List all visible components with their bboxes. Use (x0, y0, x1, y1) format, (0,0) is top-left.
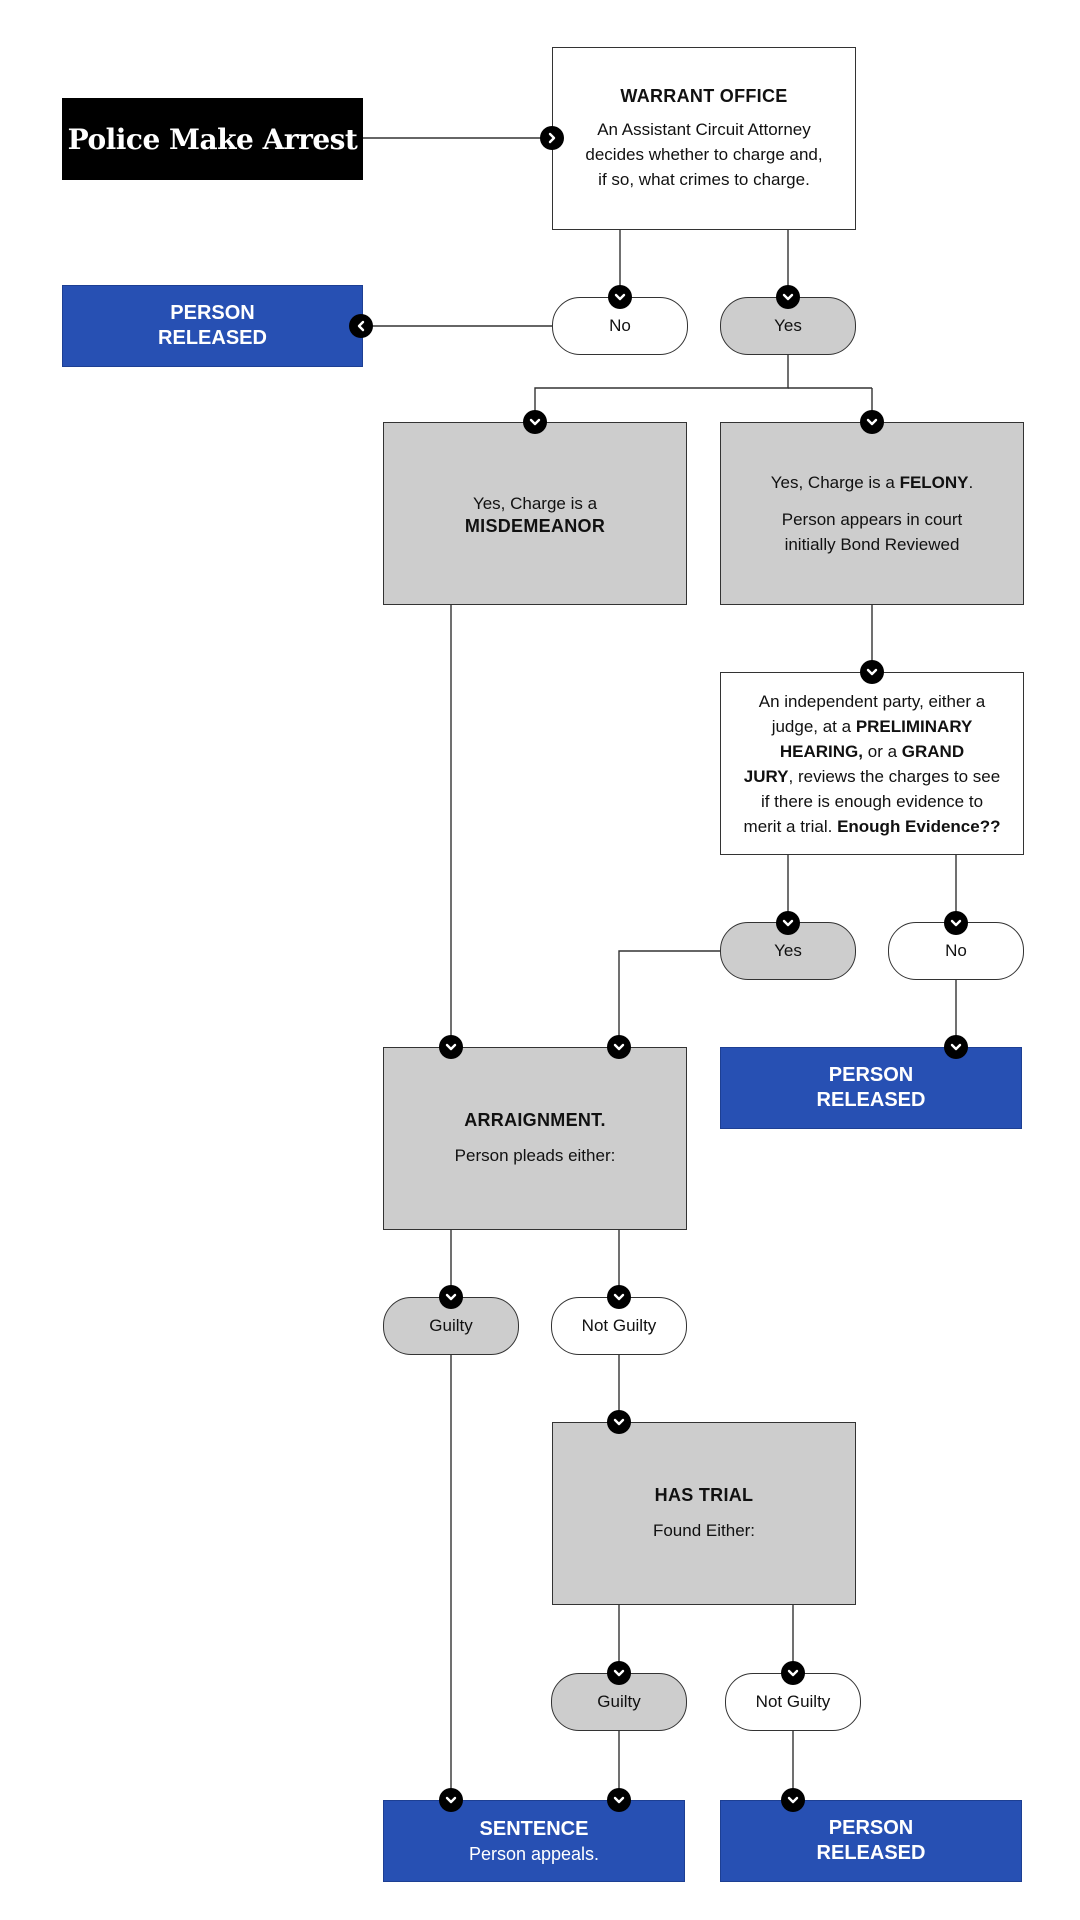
misdemeanor-line2: MISDEMEANOR (464, 515, 606, 536)
charge-no-label: No (609, 316, 631, 335)
start-node: Police Make Arrest (62, 98, 363, 180)
verdict-guilty-label: Guilty (597, 1692, 641, 1711)
chevron-down-icon (523, 410, 547, 434)
released-line2: RELEASED (158, 327, 267, 349)
felony-prefix: Yes, Charge is a (770, 473, 900, 492)
chevron-down-icon (607, 1285, 631, 1309)
evidence-yes-pill: Yes (720, 922, 856, 980)
chevron-down-icon (781, 1661, 805, 1685)
released-line1: PERSON (828, 1817, 914, 1839)
sentence-sub: Person appeals. (468, 1843, 600, 1864)
arraignment-box: ARRAIGNMENT. Person pleads either: (383, 1047, 687, 1230)
chevron-down-icon (860, 660, 884, 684)
released-line1: PERSON (828, 1064, 914, 1086)
trial-box: HAS TRIAL Found Either: (552, 1422, 856, 1605)
released-line2: RELEASED (816, 1842, 926, 1864)
arrow-right-icon (540, 126, 564, 150)
felony-box: Yes, Charge is a FELONY. Person appears … (720, 422, 1024, 605)
review-bold: HEARING, (779, 741, 864, 761)
arraignment-sub: Person pleads either: (454, 1145, 616, 1165)
sentence-title: SENTENCE (479, 1817, 589, 1840)
chevron-down-icon (439, 1788, 463, 1812)
review-bold: JURY (743, 766, 789, 786)
misdemeanor-line1: Yes, Charge is a (472, 493, 598, 513)
review-text: merit a trial. (743, 816, 838, 836)
warrant-office-box: WARRANT OFFICE An Assistant Circuit Atto… (552, 47, 856, 230)
felony-emphasis: FELONY (899, 473, 969, 492)
chevron-down-icon (608, 285, 632, 309)
person-released-box: PERSON RELEASED (720, 1800, 1022, 1882)
evidence-no-label: No (945, 941, 967, 960)
warrant-office-line: if so, what crimes to charge. (598, 169, 810, 189)
released-line2: RELEASED (816, 1089, 926, 1111)
plea-not-guilty-label: Not Guilty (581, 1316, 657, 1335)
plea-guilty-label: Guilty (429, 1316, 473, 1335)
review-text: or a (863, 741, 902, 761)
review-line: An independent party, either a (758, 691, 986, 711)
verdict-not-guilty-label: Not Guilty (755, 1692, 831, 1711)
review-text: judge, at a (771, 716, 856, 736)
warrant-office-title: WARRANT OFFICE (620, 85, 788, 106)
review-text: , reviews the charges to see (788, 766, 1001, 786)
chevron-down-icon (944, 1035, 968, 1059)
evidence-yes-label: Yes (774, 941, 802, 960)
trial-sub: Found Either: (652, 1520, 756, 1540)
felony-line2: Person appears in court (781, 510, 963, 529)
trial-title: HAS TRIAL (654, 1484, 754, 1505)
arraignment-title: ARRAIGNMENT. (464, 1109, 606, 1130)
released-line1: PERSON (170, 302, 255, 324)
chevron-down-icon (776, 285, 800, 309)
review-bold: GRAND (901, 741, 965, 761)
felony-suffix: . (968, 473, 974, 492)
chevron-down-icon (439, 1285, 463, 1309)
review-line: if there is enough evidence to (760, 791, 984, 811)
misdemeanor-box: Yes, Charge is a MISDEMEANOR (383, 422, 687, 605)
person-released-box: PERSON RELEASED (720, 1047, 1022, 1129)
chevron-down-icon (607, 1788, 631, 1812)
chevron-down-icon (860, 410, 884, 434)
sentence-box: SENTENCE Person appeals. (383, 1800, 685, 1882)
warrant-office-line: An Assistant Circuit Attorney (597, 119, 811, 139)
felony-line3: initially Bond Reviewed (784, 535, 960, 554)
charge-no-pill: No (552, 297, 688, 355)
chevron-down-icon (781, 1788, 805, 1812)
start-label: Police Make Arrest (67, 122, 358, 156)
chevron-down-icon (776, 911, 800, 935)
arrow-left-icon (349, 314, 373, 338)
chevron-down-icon (607, 1035, 631, 1059)
review-bold: PRELIMINARY (855, 716, 973, 736)
chevron-down-icon (607, 1661, 631, 1685)
plea-guilty-pill: Guilty (383, 1297, 519, 1355)
chevron-down-icon (944, 911, 968, 935)
evidence-review-box: An independent party, either a judge, at… (720, 672, 1024, 855)
chevron-down-icon (607, 1410, 631, 1434)
review-bold: Enough Evidence?? (837, 816, 1001, 836)
person-released-box: PERSON RELEASED (62, 285, 363, 367)
charge-yes-label: Yes (774, 316, 802, 335)
warrant-office-line: decides whether to charge and, (585, 144, 823, 164)
chevron-down-icon (439, 1035, 463, 1059)
